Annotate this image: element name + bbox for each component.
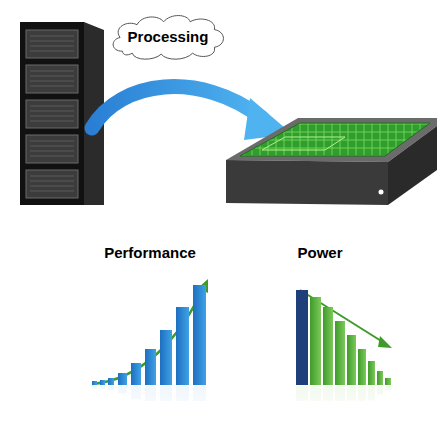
callout-text: Processing: [128, 28, 209, 45]
flow-arrow: [92, 87, 292, 140]
chart-label: Performance: [104, 244, 196, 261]
server-rack: [20, 22, 104, 205]
performance-chart: [92, 279, 208, 401]
device-box: [226, 118, 437, 205]
cloud-callout: Processing: [108, 12, 229, 61]
chart-label: Power: [297, 244, 342, 261]
power-chart: [296, 290, 392, 401]
